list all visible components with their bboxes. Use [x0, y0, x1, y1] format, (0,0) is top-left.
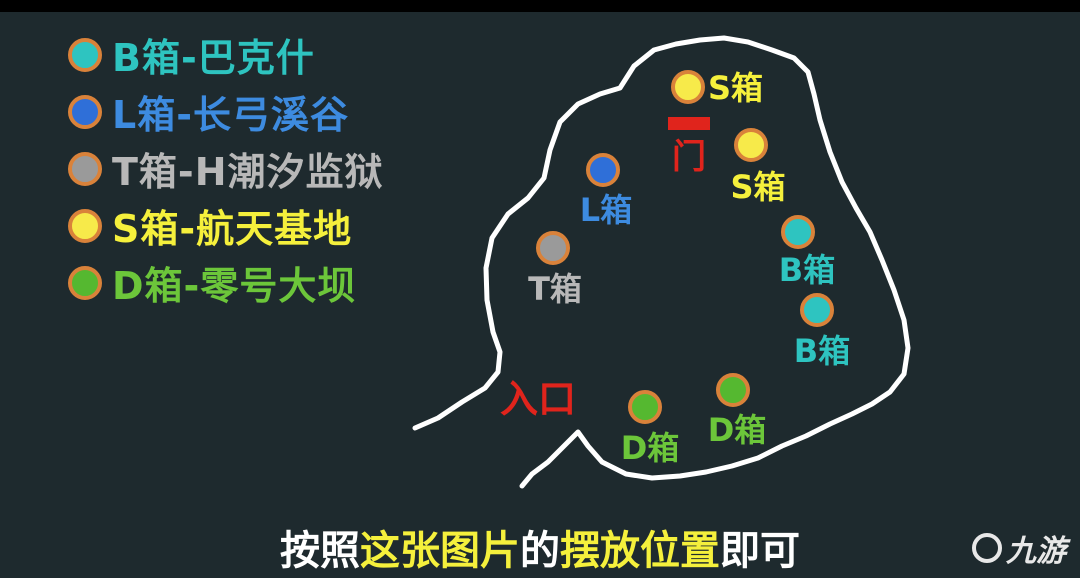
caption-part: 即可 [720, 528, 800, 574]
legend-item-d: D箱-零号大坝 [68, 254, 384, 311]
door-label: 门 [672, 137, 706, 177]
legend: B箱-巴克什 L箱-长弓溪谷 T箱-H潮汐监狱 S箱-航天基地 D箱-零号大坝 [68, 26, 384, 311]
cyan-dot-icon [68, 37, 102, 72]
caption-part: 的 [520, 528, 560, 574]
legend-item-b: B箱-巴克什 [68, 26, 384, 83]
s-box-dot-icon [671, 70, 705, 104]
subtitle-caption: 按照这张图片的摆放位置即可 [0, 518, 1080, 576]
entrance-label: 入口 [500, 377, 576, 421]
legend-label: L箱-长弓溪谷 [112, 93, 349, 137]
yellow-dot-icon [68, 208, 102, 243]
caption-part: 按照 [280, 528, 360, 574]
l-box-dot-icon [586, 153, 620, 187]
s-box-label: S箱 [730, 168, 785, 206]
watermark-text: 九游 [1006, 534, 1066, 569]
d-box-label: D箱 [708, 411, 767, 449]
b-box-label: B箱 [779, 251, 835, 289]
legend-label: S箱-航天基地 [112, 207, 353, 251]
b-box-dot-icon [800, 293, 834, 327]
watermark: 九游 [972, 526, 1066, 570]
l-box-label: L箱 [580, 191, 632, 229]
green-dot-icon [68, 265, 102, 300]
gray-dot-icon [68, 151, 102, 186]
area-outline [412, 35, 911, 489]
blue-dot-icon [68, 94, 102, 129]
s-box-label: S箱 [708, 69, 763, 107]
legend-item-s: S箱-航天基地 [68, 197, 384, 254]
t-box-dot-icon [536, 231, 570, 265]
legend-item-t: T箱-H潮汐监狱 [68, 140, 384, 197]
d-box-dot-icon [628, 390, 662, 424]
d-box-label: D箱 [621, 429, 680, 467]
t-box-label: T箱 [528, 270, 582, 308]
b-box-label: B箱 [794, 332, 850, 370]
legend-item-l: L箱-长弓溪谷 [68, 83, 384, 140]
legend-label: D箱-零号大坝 [112, 264, 357, 308]
legend-label: T箱-H潮汐监狱 [112, 150, 384, 194]
s-box-dot-icon [734, 128, 768, 162]
d-box-dot-icon [716, 373, 750, 407]
top-bar [0, 0, 1080, 12]
b-box-dot-icon [781, 215, 815, 249]
legend-label: B箱-巴克什 [112, 36, 315, 80]
door-marker [668, 117, 710, 130]
caption-highlight: 这张图片 [360, 528, 520, 574]
caption-highlight: 摆放位置 [560, 528, 720, 574]
jiuyou-logo-icon [972, 533, 1002, 563]
